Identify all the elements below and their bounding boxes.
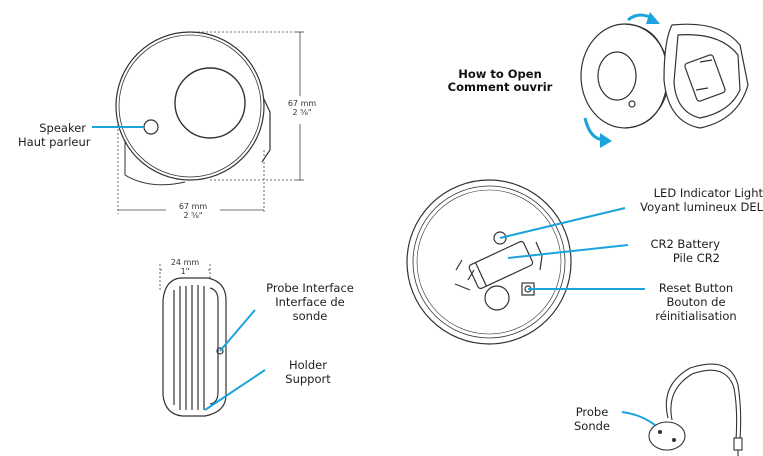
height-mm: 67 mm [287, 99, 317, 108]
led-leader-line [499, 207, 626, 239]
depth-dimension-label: 24 mm 1" [162, 258, 208, 276]
probe-interface-fr-2: sonde [292, 309, 328, 323]
device-side-view [162, 277, 227, 417]
led-indicator-en: LED Indicator Light [653, 186, 763, 200]
device-top-view [115, 31, 271, 186]
rotate-arrows [583, 12, 660, 148]
holder-label: Holder Support [268, 358, 348, 386]
width-inch: 2 ⅝" [183, 211, 203, 220]
width-dimension-label: 67 mm 2 ⅝" [168, 202, 218, 220]
led-indicator-label: LED Indicator Light Voyant lumineux DEL [618, 186, 763, 214]
speaker-label-fr: Haut parleur [18, 135, 91, 149]
how-to-open-fr: Comment ouvrir [447, 80, 553, 94]
holder-fr: Support [285, 372, 331, 386]
holder-en: Holder [289, 358, 327, 372]
device-inside-view [406, 179, 572, 345]
probe-label: Probe Sonde [566, 405, 618, 433]
probe-en: Probe [575, 405, 609, 419]
led-indicator-fr: Voyant lumineux DEL [640, 200, 763, 214]
height-dimension-label: 67 mm 2 ⅝" [280, 99, 324, 117]
how-to-open-title: How to Open Comment ouvrir [440, 68, 560, 94]
speaker-label-en: Speaker [39, 121, 86, 135]
battery-leader-line [507, 244, 629, 259]
depth-mm: 24 mm [170, 258, 200, 267]
speaker-label: Speaker Haut parleur [18, 121, 91, 149]
probe-leader-line [621, 411, 656, 426]
height-inch: 2 ⅝" [292, 108, 312, 117]
probe-interface-leader-line [219, 309, 256, 352]
opening-illustration [580, 23, 749, 129]
width-mm: 67 mm [178, 202, 208, 211]
probe-fr: Sonde [574, 419, 610, 433]
reset-button-en: Reset Button [658, 281, 734, 295]
battery-en: CR2 Battery [650, 237, 720, 251]
reset-button-fr-2: réinitialisation [655, 309, 737, 323]
battery-fr: Pile CR2 [672, 251, 720, 265]
reset-button-label: Reset Button Bouton de réinitialisation [640, 281, 752, 323]
probe-illustration [648, 363, 743, 456]
reset-button-fr-1: Bouton de [666, 295, 726, 309]
probe-interface-fr-1: Interface de [275, 295, 345, 309]
top-dimension-lines [117, 31, 304, 214]
cr2-battery [468, 240, 534, 290]
probe-interface-en: Probe Interface [266, 281, 354, 295]
depth-inch: 1" [180, 267, 190, 276]
how-to-open-en: How to Open [458, 67, 542, 81]
probe-interface-label: Probe Interface Interface de sonde [248, 281, 372, 323]
holder-leader-line [204, 369, 266, 411]
battery-label: CR2 Battery Pile CR2 [620, 237, 720, 265]
